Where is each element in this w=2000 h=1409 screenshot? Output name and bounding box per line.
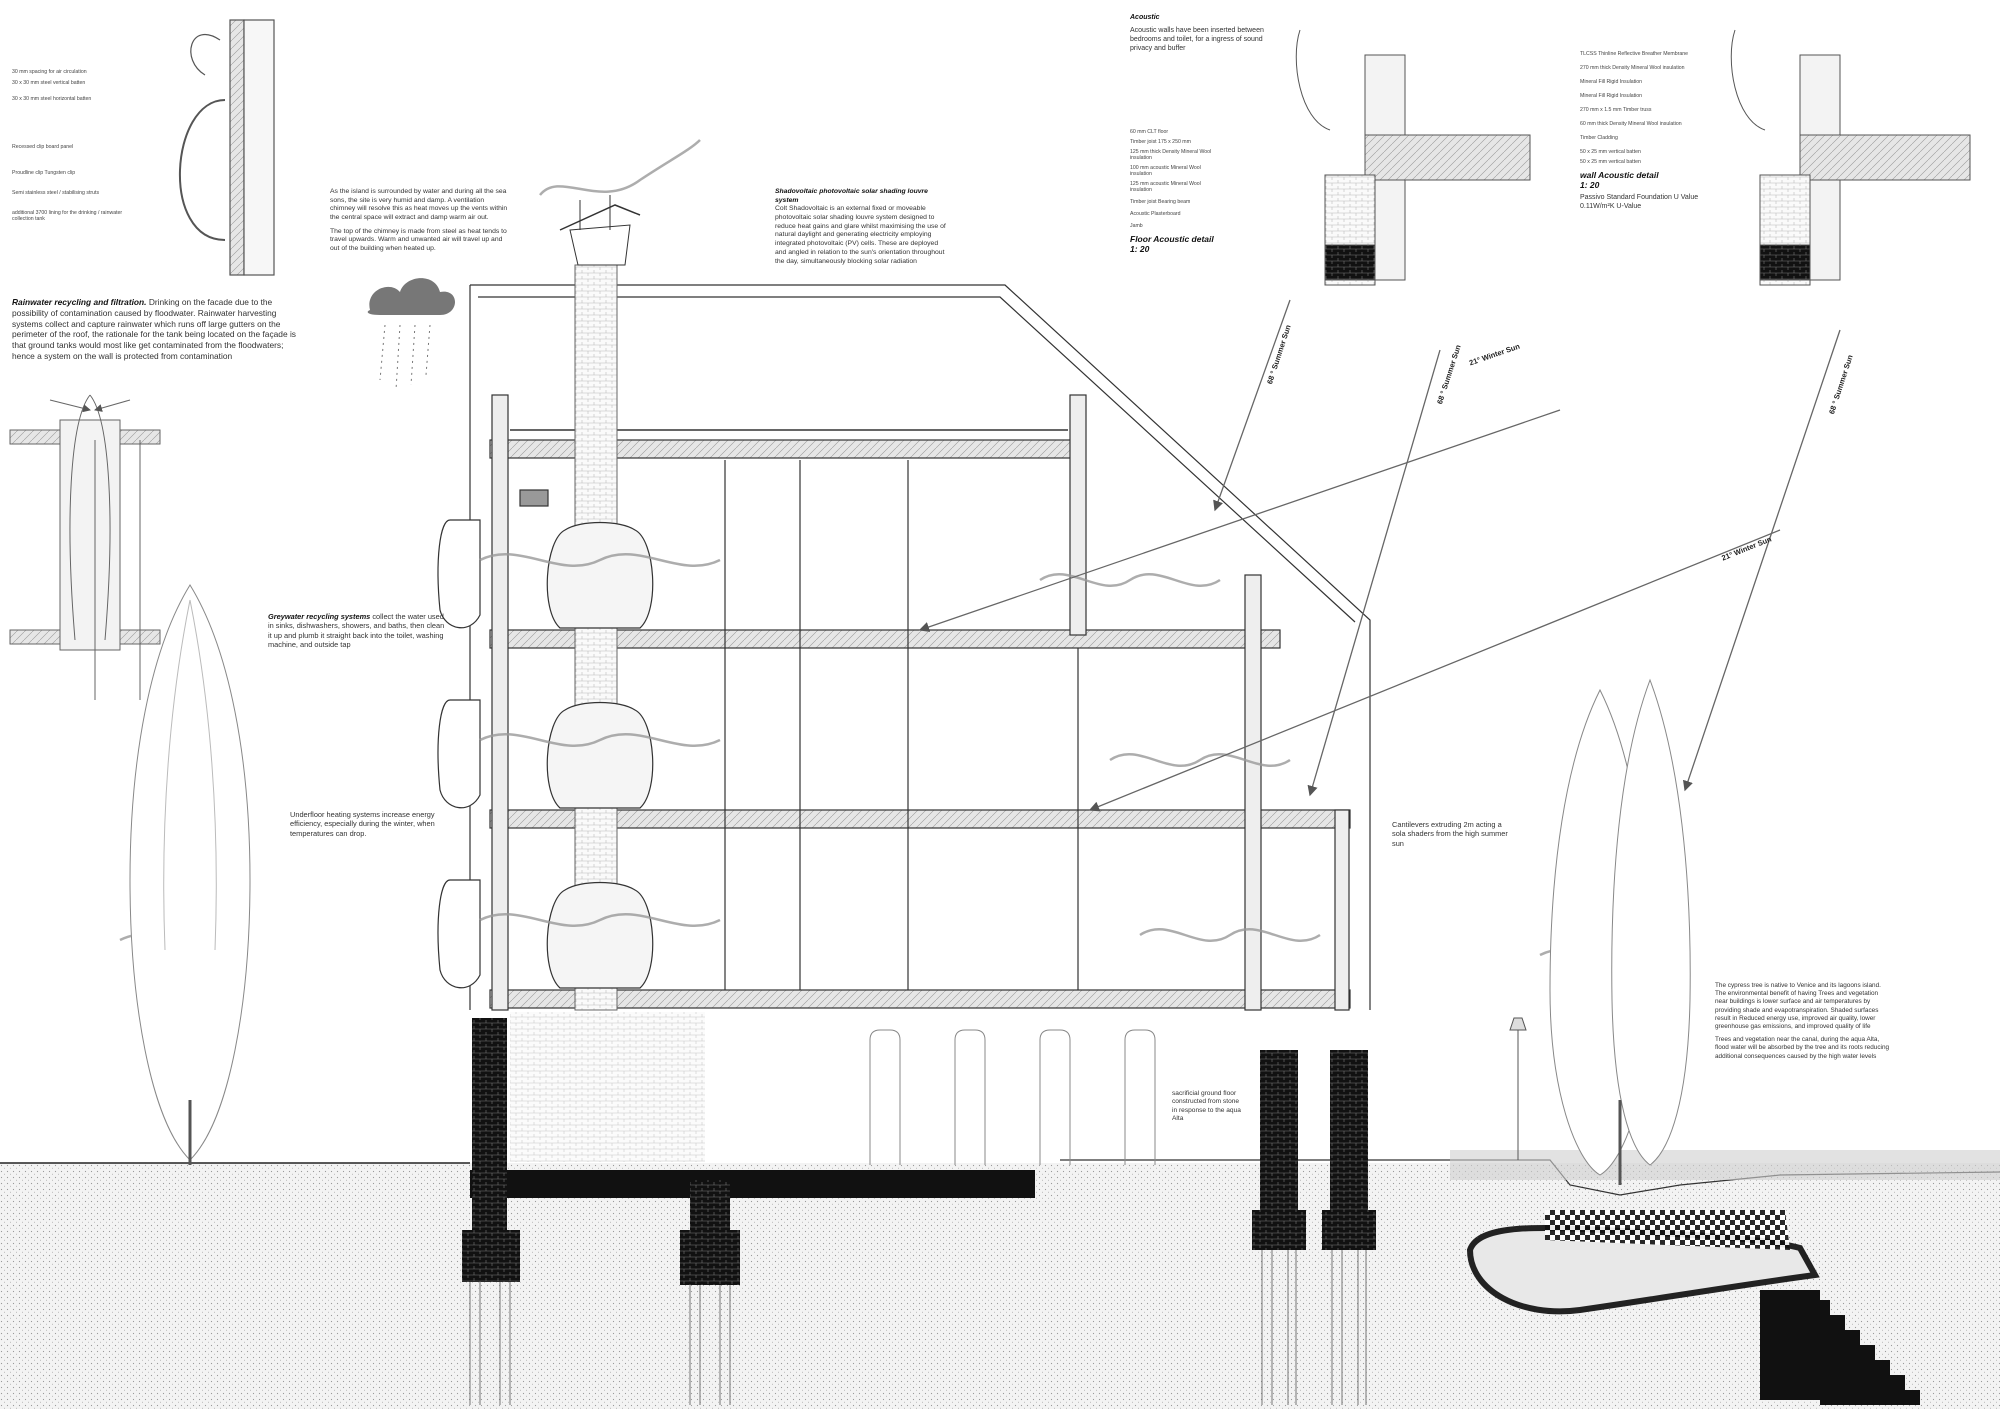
cypress-p2: Trees and vegetation near the canal, dur… — [1715, 1036, 1890, 1060]
wall-label: Mineral Fill Rigid Insulation — [1580, 92, 1642, 99]
chimney-p1: As the island is surrounded by water and… — [330, 188, 508, 222]
floor-label: Jamb — [1130, 222, 1143, 229]
building-frame — [469, 284, 1371, 1011]
acoustic-title: Acoustic — [1130, 14, 1160, 21]
shadovoltaic-note: Shadovoltaic photovoltaic solar shading … — [775, 188, 950, 266]
wall-label: Timber Cladding — [1580, 134, 1618, 141]
cantilever-note: Cantilevers extruding 2m acting a sola s… — [1392, 820, 1517, 848]
floor-label: 60 mm CLT floor — [1130, 129, 1169, 135]
floor-detail-title: Floor Acoustic detail — [1130, 233, 1214, 244]
cypress-tree-right — [1549, 678, 1691, 1185]
tank-detail-labels: 30 mm spacing for air circulation 30 x 3… — [12, 69, 127, 223]
wall-label: TLCSS Thinline Reflective Breather Membr… — [1580, 51, 1689, 57]
floor-label: Acoustic Plasterboard — [1130, 210, 1181, 217]
underfloor-note: Underfloor heating systems increase ener… — [290, 810, 465, 838]
acoustic-body: Acoustic walls have been inserted betwee… — [1130, 26, 1264, 52]
rainwater-body: Drinking on the facade due to the possib… — [12, 297, 296, 361]
tank-label: Semi stainless steel / stabilising strut… — [12, 189, 100, 196]
wall-label: 270 mm thick Density Mineral Wool insula… — [1580, 64, 1685, 71]
wall-uvalue-2: 0.11W/m²K U-Value — [1580, 202, 1642, 210]
floor-label: Timber joist 175 x 250 mm — [1130, 138, 1191, 145]
chimney-p2: The top of the chimney is made from stee… — [330, 227, 507, 253]
cantilever-body: Cantilevers extruding 2m acting a sola s… — [1392, 820, 1508, 848]
cypress-tree-left — [129, 584, 251, 1165]
wall-detail-scale: 1: 20 — [1580, 179, 1600, 190]
floor-detail-scale: 1: 20 — [1130, 243, 1150, 254]
tank-label: additional 3700 lining for the drinking … — [12, 209, 123, 222]
tank-label: 30 x 30 mm steel horizontal batten — [12, 95, 92, 102]
wall-detail-title: wall Acoustic detail — [1580, 169, 1659, 180]
greywater-note: Greywater recycling systems collect the … — [268, 612, 448, 650]
wall-detail-labels: TLCSS Thinline Reflective Breather Membr… — [1580, 51, 1698, 212]
rainwater-title: Rainwater recycling and filtration. — [12, 297, 147, 307]
rain-cloud-icon — [367, 278, 455, 391]
floor-label: Timber joist Bearing beam — [1130, 198, 1191, 205]
greywater-title: Greywater recycling systems — [268, 612, 371, 621]
wall-uvalue-1: Passivo Standard Foundation U Value — [1580, 193, 1699, 201]
tank-label: 30 x 30 mm steel vertical batten — [12, 79, 86, 86]
floor-acoustic-detail-drawing — [1295, 29, 1531, 286]
cypress-note: The cypress tree is native to Venice and… — [1715, 982, 1890, 1061]
shadovoltaic-title: Shadovoltaic photovoltaic solar shading … — [775, 188, 928, 204]
wall-label: 50 x 25 mm vertical batten — [1580, 148, 1641, 155]
tank-label: Recessed clip board panel — [12, 143, 74, 150]
street-lamp — [1509, 1017, 1527, 1160]
floor-label: 125 mm acoustic Mineral Wool insulation — [1130, 180, 1201, 193]
tank-detail — [178, 19, 275, 276]
sacrificial-body: sacrificial ground floor constructed fro… — [1172, 1090, 1241, 1123]
foundation — [462, 1012, 1376, 1405]
rainwater-tanks — [437, 489, 654, 989]
wall-acoustic-detail-drawing — [1730, 29, 1971, 286]
rainwater-note: Rainwater recycling and filtration. Drin… — [12, 297, 297, 362]
canal-basin — [1466, 1210, 1920, 1405]
floor-detail-labels: 60 mm CLT floor Timber joist 175 x 250 m… — [1130, 129, 1220, 254]
cypress-p1: The cypress tree is native to Venice and… — [1715, 982, 1881, 1030]
floor-label: 100 mm acoustic Mineral Wool insulation — [1130, 164, 1201, 177]
wall-label: 270 mm x 1.5 mm Timber truss — [1580, 106, 1652, 113]
wall-label: 60 mm thick Density Mineral Wool insulat… — [1580, 120, 1682, 127]
wall-label: 50 x 25 mm vertical batten — [1580, 158, 1641, 165]
greywater-body: collect the water used in sinks, dishwas… — [268, 612, 445, 650]
shadovoltaic-body: Colt Shadovoltaic is an external fixed o… — [775, 205, 946, 265]
wall-label: Mineral Fill Rigid Insulation — [1580, 78, 1642, 85]
sun-rays — [918, 299, 1841, 812]
chimney-note: As the island is surrounded by water and… — [330, 188, 508, 254]
chimney-detail — [9, 394, 161, 700]
tank-label: Proudline clip Tungsten clip — [12, 169, 76, 176]
floor-label: 125 mm thick Density Mineral Wool insula… — [1130, 148, 1212, 161]
underfloor-body: Underfloor heating systems increase ener… — [290, 810, 435, 838]
sacrificial-note: sacrificial ground floor constructed fro… — [1172, 1090, 1242, 1124]
tank-label: 30 mm spacing for air circulation — [12, 69, 87, 75]
acoustic-note: Acoustic Acoustic walls have been insert… — [1130, 14, 1280, 54]
